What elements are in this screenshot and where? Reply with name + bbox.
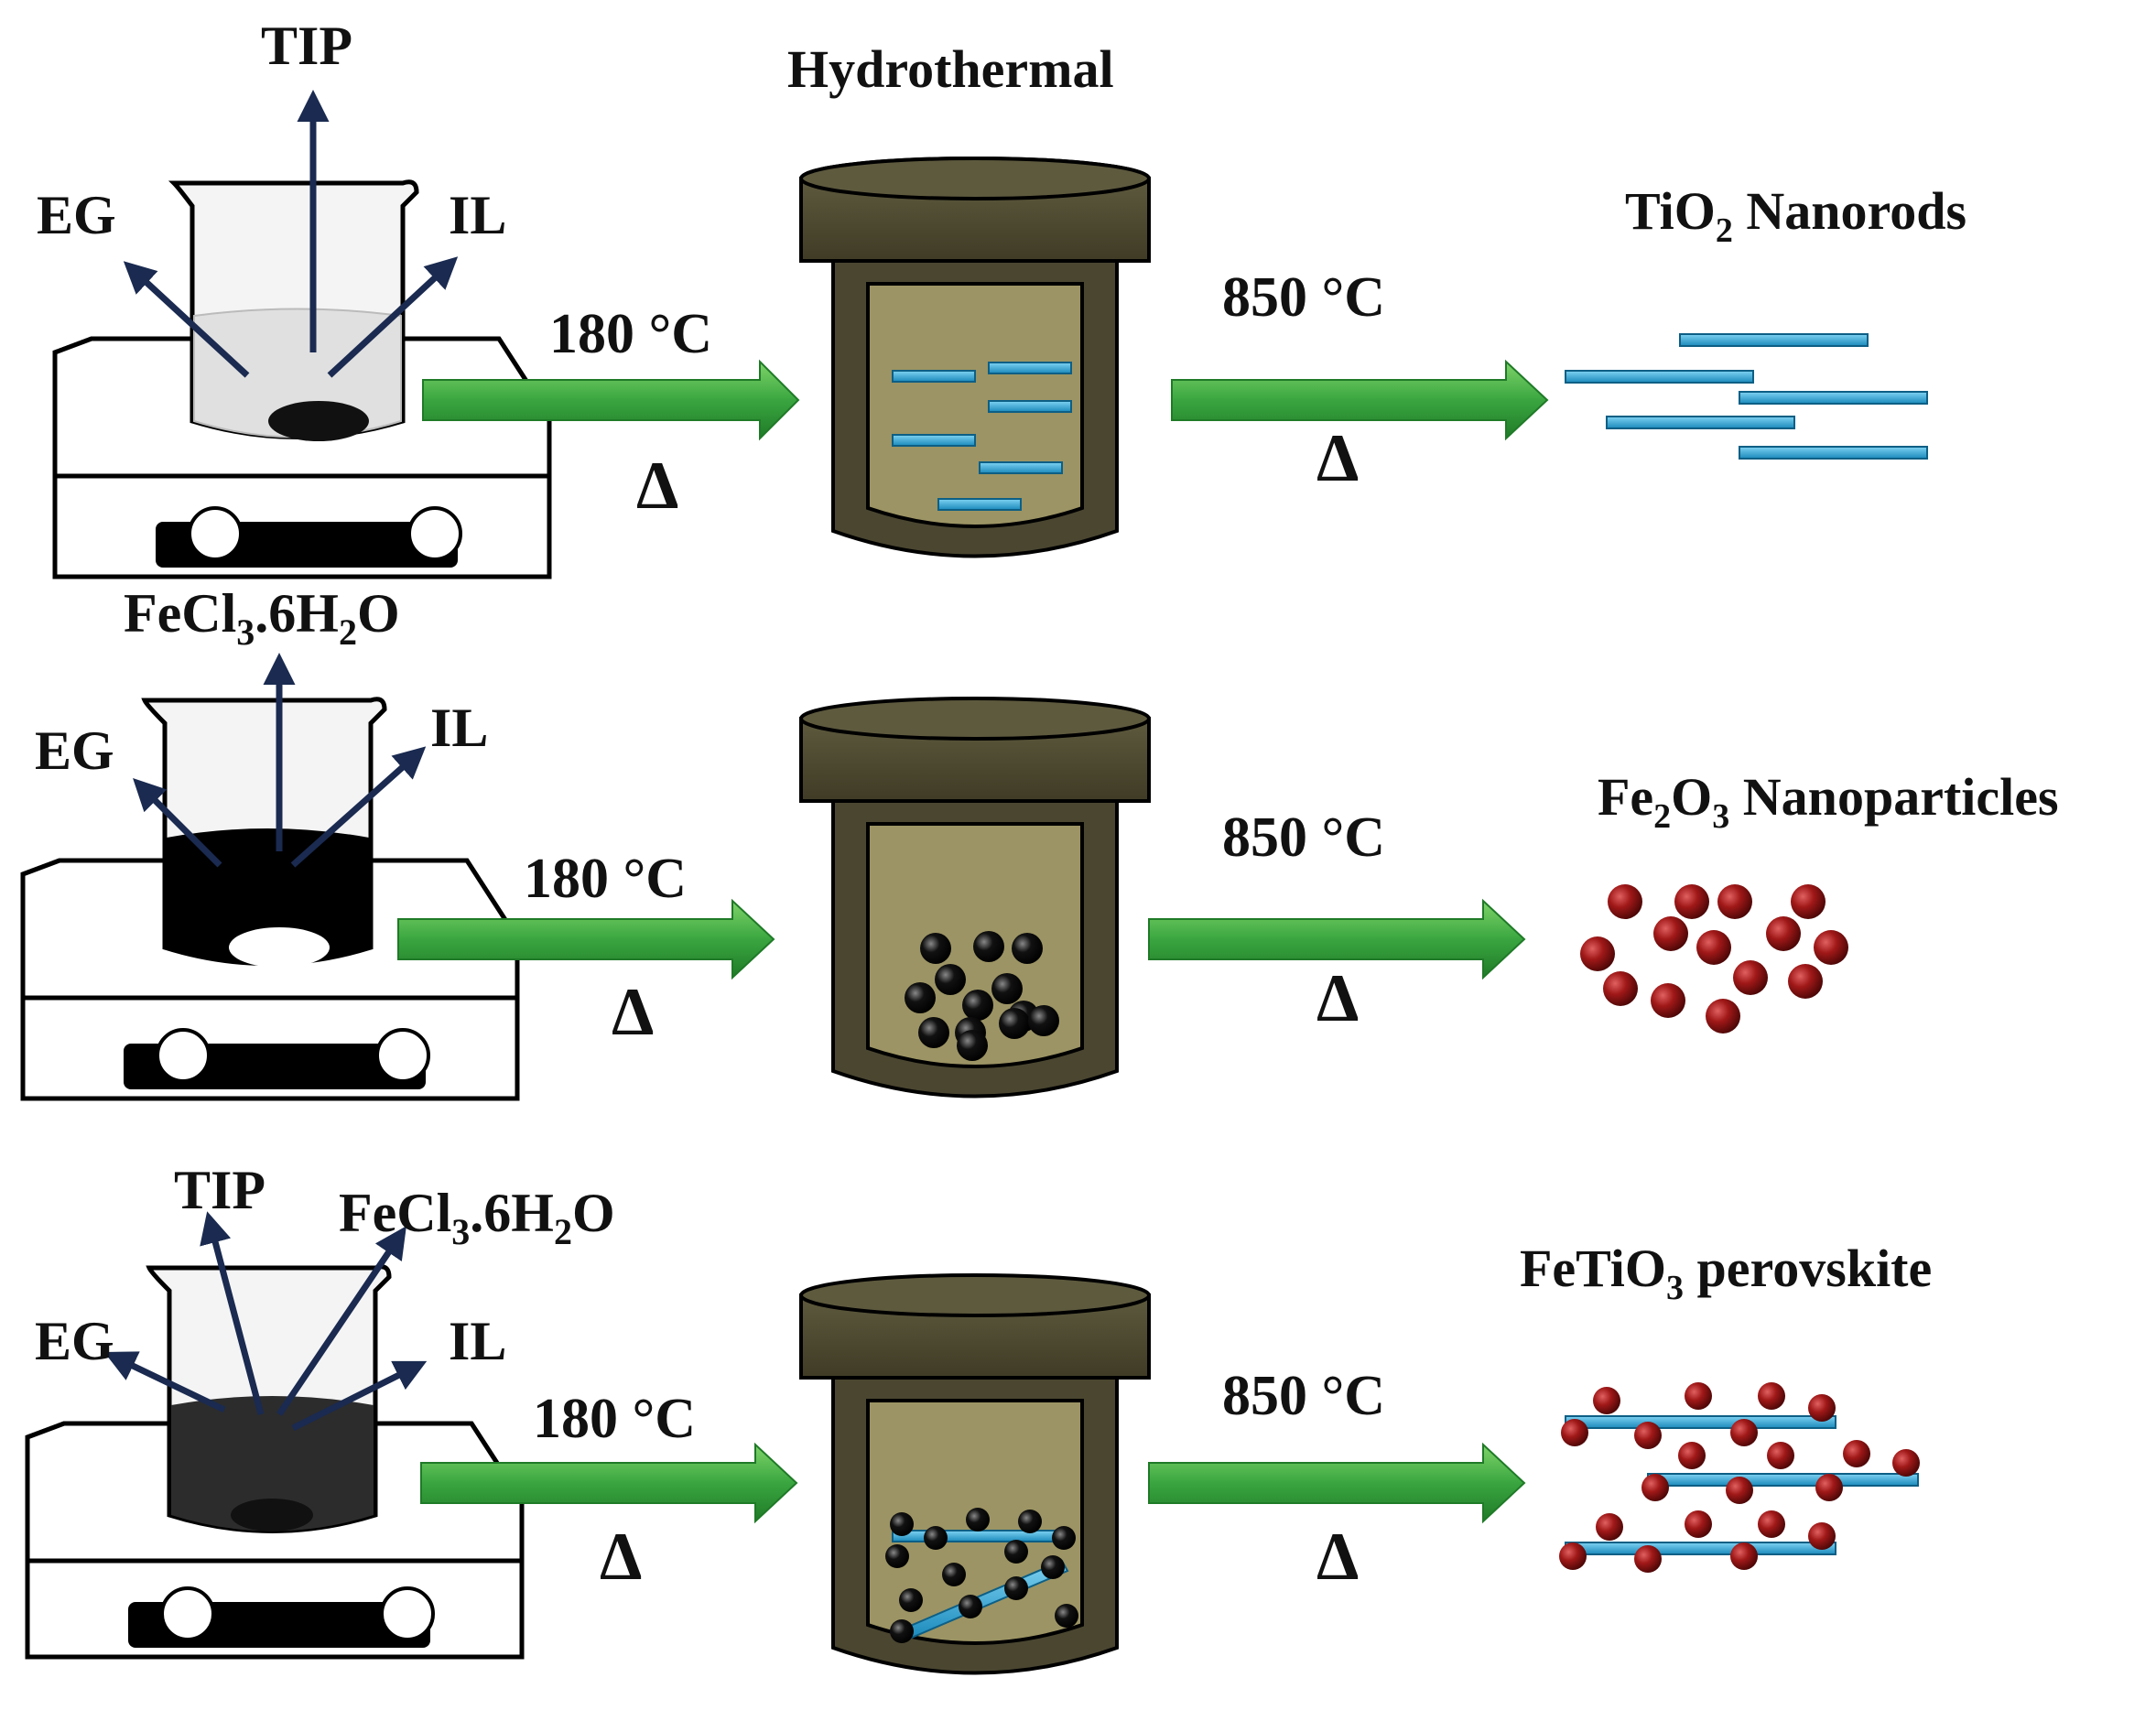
row-fe2o3: EG FeCl3.6H2O IL 180 °C Δ 850 °C Δ <box>20 583 2059 1101</box>
reaction-temp-label: 180 °C <box>533 1388 696 1450</box>
reagent-part: FeCl <box>339 1183 451 1243</box>
reagent-part: 2 <box>554 1211 572 1252</box>
product-sub: 2 <box>1653 797 1671 836</box>
calcination-temp-label: 850 °C <box>1222 806 1385 869</box>
particle-group <box>885 1508 1078 1643</box>
reagent-label-il: IL <box>449 1311 506 1371</box>
reagent-label-tip: TIP <box>261 16 352 76</box>
product-rods <box>1565 333 1928 460</box>
reagent-part: 2 <box>339 611 357 653</box>
reagent-part: 3 <box>451 1211 470 1252</box>
product-main: TiO <box>1625 181 1716 241</box>
heat-symbol: Δ <box>636 449 678 524</box>
product-rest: Nanoparticles <box>1729 767 2058 827</box>
row-tio2: EG TIP IL 180 °C Δ Hydrothermal <box>37 16 1966 579</box>
calcination-temp-label: 850 °C <box>1222 1365 1385 1427</box>
process-arrow-calcination <box>1148 1442 1526 1524</box>
reagent-label-eg: EG <box>35 1311 114 1371</box>
heat-symbol: Δ <box>1316 1520 1359 1595</box>
beaker <box>146 1264 392 1533</box>
reagent-arrows <box>123 90 459 378</box>
heat-symbol: Δ <box>1316 421 1359 496</box>
reagent-part: O <box>572 1183 615 1243</box>
reagent-arrows <box>133 653 427 868</box>
product-sub: 2 <box>1716 211 1733 250</box>
beaker <box>141 697 387 968</box>
product-main: Fe <box>1598 767 1653 827</box>
product-particles <box>1559 1382 1920 1573</box>
product-label: FeTiO3 perovskite <box>1520 1239 1932 1307</box>
product-particles <box>1580 884 1848 1034</box>
particle-group <box>905 931 1059 1061</box>
heat-symbol: Δ <box>600 1520 642 1595</box>
reagent-part: FeCl <box>124 583 236 644</box>
process-arrow-hydrothermal <box>397 898 775 980</box>
product-sub2: 3 <box>1712 797 1729 836</box>
heat-symbol: Δ <box>612 975 654 1050</box>
row-fetio3: TIP FeCl3.6H2O EG IL 180 °C Δ 85 <box>25 1160 1932 1675</box>
product-label: TiO2 Nanorods <box>1625 181 1966 250</box>
reaction-temp-label: 180 °C <box>549 303 712 365</box>
process-title: Hydrothermal <box>787 39 1114 99</box>
product-sub: 3 <box>1666 1269 1684 1307</box>
rod-group <box>892 362 1072 511</box>
autoclave <box>799 157 1151 558</box>
reagent-arrows <box>103 1211 428 1432</box>
reagent-label-eg: EG <box>35 720 114 781</box>
reagent-part: O <box>357 583 400 644</box>
heat-symbol: Δ <box>1316 961 1359 1036</box>
beaker <box>168 179 419 441</box>
reagent-part: .6H <box>255 583 339 644</box>
reagent-label-eg: EG <box>37 185 116 245</box>
product-mid: O <box>1671 767 1712 827</box>
product-rest: Nanorods <box>1733 181 1966 241</box>
reagent-part: 3 <box>236 611 255 653</box>
reagent-label-fecl3: FeCl3.6H2O <box>124 583 400 653</box>
reaction-temp-label: 180 °C <box>524 848 687 910</box>
reagent-label-fecl3: FeCl3.6H2O <box>339 1183 615 1252</box>
calcination-temp-label: 850 °C <box>1222 266 1385 329</box>
process-arrow-calcination <box>1171 359 1549 441</box>
reagent-part: .6H <box>470 1183 554 1243</box>
product-rest: perovskite <box>1684 1239 1932 1298</box>
process-arrow-hydrothermal <box>420 1442 798 1524</box>
reagent-label-tip: TIP <box>174 1160 265 1220</box>
process-arrow-calcination <box>1148 898 1526 980</box>
product-rods <box>1565 1415 1919 1555</box>
process-arrow-hydrothermal <box>422 359 800 441</box>
product-label: Fe2O3 Nanoparticles <box>1598 767 2059 836</box>
reagent-label-il: IL <box>430 698 488 758</box>
reagent-label-il: IL <box>449 185 506 245</box>
product-main: FeTiO <box>1520 1239 1666 1298</box>
